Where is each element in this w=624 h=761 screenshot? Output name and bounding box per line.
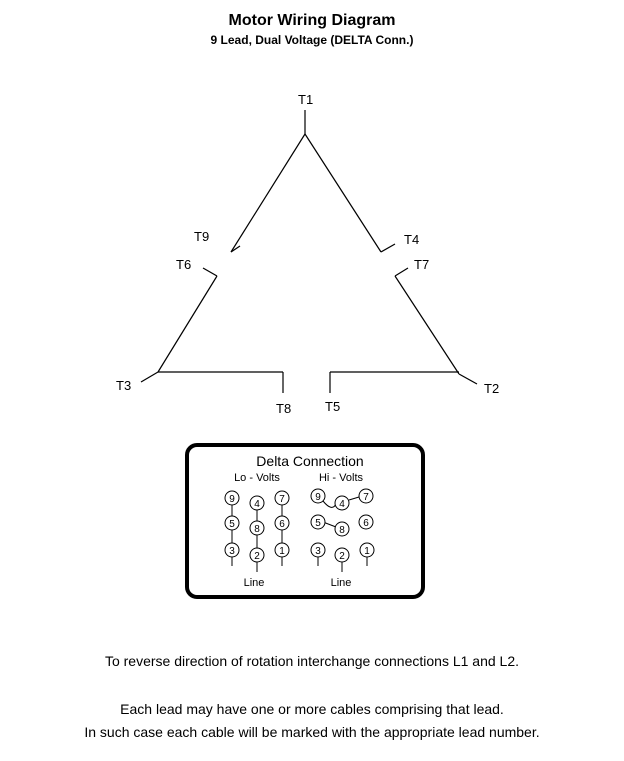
hi-line-label: Line (331, 577, 352, 589)
hi-volts-terminals: 9 4 7 5 8 6 3 2 1 (310, 488, 375, 563)
left-lower-branch (157, 275, 218, 373)
hi-terminal-8 (334, 521, 350, 537)
lo-terminal-9-label: 9 (229, 494, 235, 505)
diagram-subtitle: 9 Lead, Dual Voltage (DELTA Conn.) (210, 33, 414, 47)
terminal-t7-label: T7 (414, 257, 429, 272)
lo-terminal-2-label: 2 (254, 551, 260, 562)
lo-terminal-1 (274, 542, 290, 558)
terminal-t4-label: T4 (404, 232, 419, 247)
diagram-title: Motor Wiring Diagram (228, 12, 396, 29)
left-upper-branch (230, 133, 306, 253)
lo-terminal-8 (249, 520, 265, 536)
lo-volts-label: Lo - Volts (234, 472, 280, 484)
cables-note-line-2: In such case each cable will be marked w… (84, 724, 540, 740)
t9-tick (230, 245, 241, 253)
lo-terminal-6-label: 6 (279, 519, 285, 530)
hi-terminal-3-label: 3 (315, 546, 321, 557)
lo-terminal-2 (249, 547, 265, 563)
lo-terminal-3 (224, 542, 240, 558)
lo-terminal-5 (224, 515, 240, 531)
reverse-rotation-note: To reverse direction of rotation interch… (104, 653, 520, 669)
hi-terminal-4-label: 4 (339, 499, 345, 510)
hi-volts-label: Hi - Volts (319, 472, 364, 484)
lo-terminal-3-label: 3 (229, 546, 235, 557)
lo-terminal-1-label: 1 (279, 546, 285, 557)
lo-line-label: Line (244, 577, 265, 589)
hi-terminal-2-label: 2 (339, 551, 345, 562)
hi-terminal-1-label: 1 (364, 546, 370, 557)
lo-terminal-6 (274, 515, 290, 531)
right-lower-branch (394, 275, 460, 375)
hi-terminal-9 (310, 488, 326, 504)
hi-terminal-6-label: 6 (363, 518, 369, 529)
t4-tick (380, 243, 396, 253)
terminal-t9-label: T9 (194, 229, 209, 244)
lo-terminal-9 (224, 490, 240, 506)
delta-wiring-diagram: T1 T9 T6 T4 T7 T3 T8 T5 T2 Delta Connect… (116, 92, 499, 599)
lo-volts-terminals: 9 4 7 5 8 6 3 2 1 (224, 490, 290, 563)
t3-lead (140, 371, 159, 383)
hi-terminal-5 (310, 514, 326, 530)
terminal-t1-label: T1 (298, 92, 313, 107)
hi-terminal-2 (334, 547, 350, 563)
terminal-t8-label: T8 (276, 401, 291, 416)
hi-terminal-4 (334, 495, 350, 511)
hi-terminal-7-label: 7 (363, 492, 369, 503)
terminal-t5-label: T5 (325, 399, 340, 414)
lo-terminal-4 (249, 495, 265, 511)
hi-terminal-7 (358, 488, 374, 504)
lo-terminal-7 (274, 490, 290, 506)
lo-volts-links (231, 505, 283, 572)
terminal-t6-label: T6 (176, 257, 191, 272)
hi-terminal-5-label: 5 (315, 518, 321, 529)
terminal-t3-label: T3 (116, 378, 131, 393)
connection-box-title: Delta Connection (256, 453, 363, 469)
t7-tick (394, 267, 409, 277)
right-upper-branch (304, 133, 382, 253)
hi-volts-links (317, 496, 368, 572)
lo-terminal-4-label: 4 (254, 499, 260, 510)
hi-terminal-8-label: 8 (339, 525, 345, 536)
connection-box: Delta Connection Lo - Volts Hi - Volts (185, 443, 425, 599)
hi-terminal-6 (358, 514, 374, 530)
hi-terminal-1 (359, 542, 375, 558)
lo-terminal-7-label: 7 (279, 494, 285, 505)
lo-terminal-8-label: 8 (254, 524, 260, 535)
hi-terminal-3 (310, 542, 326, 558)
delta-triangle (140, 110, 478, 393)
cables-note-line-1: Each lead may have one or more cables co… (120, 701, 504, 717)
t6-tick (202, 267, 218, 277)
hi-terminal-9-label: 9 (315, 492, 321, 503)
terminal-t2-label: T2 (484, 381, 499, 396)
t2-lead (458, 373, 478, 385)
lo-terminal-5-label: 5 (229, 519, 235, 530)
